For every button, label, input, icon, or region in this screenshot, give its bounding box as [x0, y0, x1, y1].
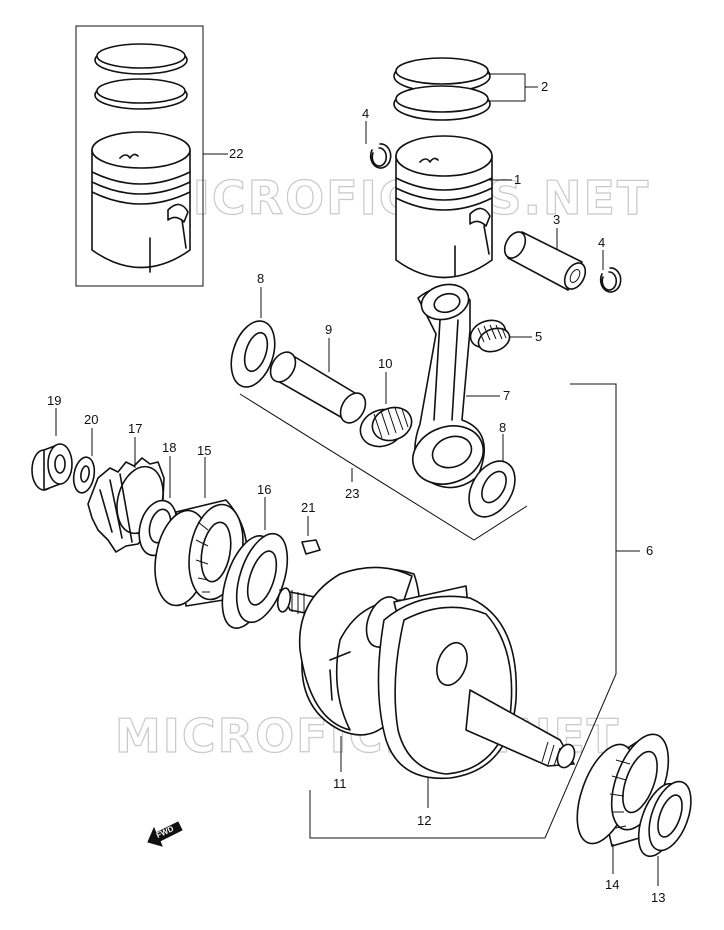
- callout-9: 9: [325, 322, 332, 337]
- callout-23: 23: [345, 486, 359, 501]
- callout-1: 1: [514, 172, 521, 187]
- callout-20: 20: [84, 412, 98, 427]
- part-3-piston-pin[interactable]: [500, 228, 589, 292]
- callout-18: 18: [162, 440, 176, 455]
- callout-7: 7: [503, 388, 510, 403]
- callout-22: 22: [229, 146, 243, 161]
- callout-11: 11: [333, 776, 347, 791]
- callout-13: 13: [651, 890, 665, 905]
- part-2-piston-ring-set[interactable]: [393, 57, 491, 121]
- part-16-oil-seal[interactable]: [212, 527, 297, 634]
- part-13-oil-seal-right[interactable]: [630, 776, 699, 862]
- callout-6: 6: [646, 543, 653, 558]
- callout-4-top: 4: [362, 106, 369, 121]
- callout-8-right: 8: [499, 420, 506, 435]
- part-11-crankshaft-left[interactable]: [276, 566, 421, 736]
- part-9-crank-pin[interactable]: [265, 348, 370, 428]
- callout-5: 5: [535, 329, 542, 344]
- part-7-connecting-rod[interactable]: [405, 279, 492, 493]
- callout-10: 10: [378, 356, 392, 371]
- part-20-washer[interactable]: [71, 456, 97, 495]
- callout-15: 15: [197, 443, 211, 458]
- part-5-small-end-bearing[interactable]: [467, 316, 513, 356]
- fwd-arrow-icon: FWD: [147, 821, 183, 847]
- callout-16: 16: [257, 482, 271, 497]
- callout-2: 2: [541, 79, 548, 94]
- part-1-piston[interactable]: [395, 135, 493, 279]
- callout-12: 12: [417, 813, 431, 828]
- part-8-thrust-washer-right[interactable]: [460, 453, 525, 525]
- part-22-piston-kit[interactable]: [75, 25, 204, 287]
- callout-3: 3: [553, 212, 560, 227]
- callout-4-right: 4: [598, 235, 605, 250]
- callout-17: 17: [128, 421, 142, 436]
- callout-14: 14: [605, 877, 619, 892]
- callout-19: 19: [47, 393, 61, 408]
- callout-21: 21: [301, 500, 315, 515]
- part-4-piston-pin-circlip-right[interactable]: [599, 267, 622, 293]
- part-4-piston-pin-circlip[interactable]: [369, 143, 392, 169]
- part-8-thrust-washer[interactable]: [223, 315, 282, 392]
- part-19-spacer[interactable]: [31, 443, 73, 491]
- part-10-big-end-bearing[interactable]: [355, 402, 416, 452]
- callout-8-left: 8: [257, 271, 264, 286]
- part-12-crankshaft-right[interactable]: [377, 595, 577, 780]
- part-21-woodruff-key[interactable]: [301, 539, 321, 555]
